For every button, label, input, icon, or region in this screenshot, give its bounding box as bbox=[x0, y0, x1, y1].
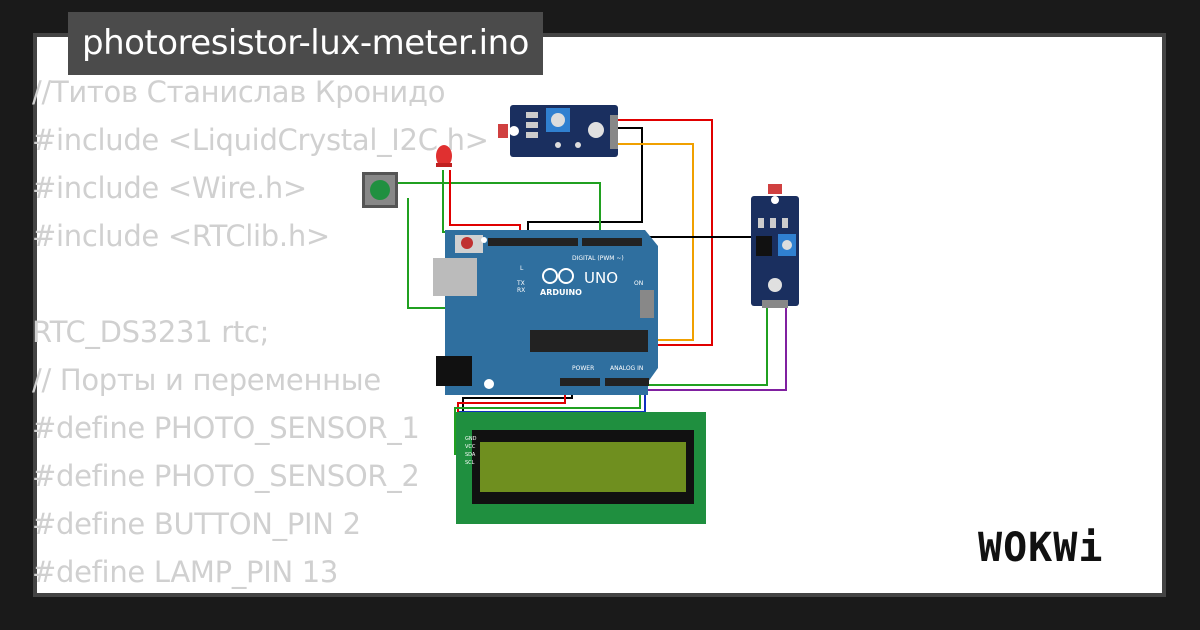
code-line: #define BUTTON_PIN 2 bbox=[32, 507, 361, 541]
wire-led-red bbox=[449, 170, 521, 240]
tx-label: TX bbox=[516, 280, 525, 287]
icsp-header bbox=[640, 290, 654, 318]
lcd-screen bbox=[480, 442, 686, 492]
wire-sensor2-do bbox=[630, 300, 787, 391]
code-line: #define LAMP_PIN 13 bbox=[32, 555, 339, 589]
push-button[interactable] bbox=[362, 172, 398, 208]
power-label: POWER bbox=[572, 365, 594, 372]
lcd-display[interactable]: GND VCC SDA SCL bbox=[456, 412, 706, 524]
wire-sensor1-gnd bbox=[527, 127, 643, 238]
analog-label: ANALOG IN bbox=[610, 365, 643, 372]
red-led[interactable] bbox=[436, 145, 452, 167]
photoresistor-1 bbox=[498, 124, 508, 138]
light-sensor-module-2[interactable] bbox=[751, 184, 799, 308]
code-line: #include <RTClib.h> bbox=[32, 219, 330, 253]
wokwi-logo: WOKWi bbox=[978, 525, 1104, 571]
lcd-pins: GND VCC SDA SCL bbox=[465, 436, 477, 466]
project-title: photoresistor-lux-meter.ino bbox=[68, 12, 543, 75]
power-jack bbox=[436, 356, 472, 386]
digital-header-b bbox=[582, 238, 642, 246]
code-line: #include <LiquidCrystal_I2C.h> bbox=[32, 123, 489, 157]
atmega-chip bbox=[530, 330, 648, 352]
rx-label: RX bbox=[517, 287, 525, 294]
light-sensor-module-1[interactable] bbox=[498, 105, 618, 157]
lcd-pin-vcc: VCC bbox=[465, 444, 476, 450]
code-line: #define PHOTO_SENSOR_2 bbox=[32, 459, 420, 493]
photoresistor-2 bbox=[768, 184, 782, 194]
code-line: #define PHOTO_SENSOR_1 bbox=[32, 411, 420, 445]
arduino-model: UNO bbox=[584, 269, 618, 287]
wire-led-green bbox=[442, 170, 531, 240]
reset-button bbox=[461, 237, 473, 249]
code-line: // Порты и переменные bbox=[32, 363, 381, 397]
on-label: ON bbox=[634, 280, 643, 287]
digital-header-a bbox=[488, 238, 578, 246]
analog-header bbox=[605, 378, 649, 386]
code-line: RTC_DS3231 rtc; bbox=[32, 315, 270, 349]
code-line: #include <Wire.h> bbox=[32, 171, 307, 205]
arduino-brand: ARDUINO bbox=[540, 288, 582, 297]
lcd-pin-scl: SCL bbox=[465, 460, 475, 466]
lcd-pin-sda: SDA bbox=[465, 452, 476, 458]
arduino-logo-icon bbox=[542, 268, 574, 284]
wire-button-green bbox=[398, 182, 601, 240]
arduino-uno[interactable]: UNO ARDUINO DIGITAL (PWM ~) ANALOG IN PO… bbox=[433, 230, 658, 395]
l-label: L bbox=[520, 265, 524, 272]
lcd-pin-gnd: GND bbox=[465, 436, 477, 442]
code-preview: //Титов Станислав Кронидо #include <Liqui… bbox=[32, 68, 489, 596]
code-line: //Титов Станислав Кронидо bbox=[32, 75, 446, 109]
usb-port bbox=[433, 258, 477, 296]
power-header bbox=[560, 378, 600, 386]
digital-label: DIGITAL (PWM ~) bbox=[572, 255, 624, 262]
